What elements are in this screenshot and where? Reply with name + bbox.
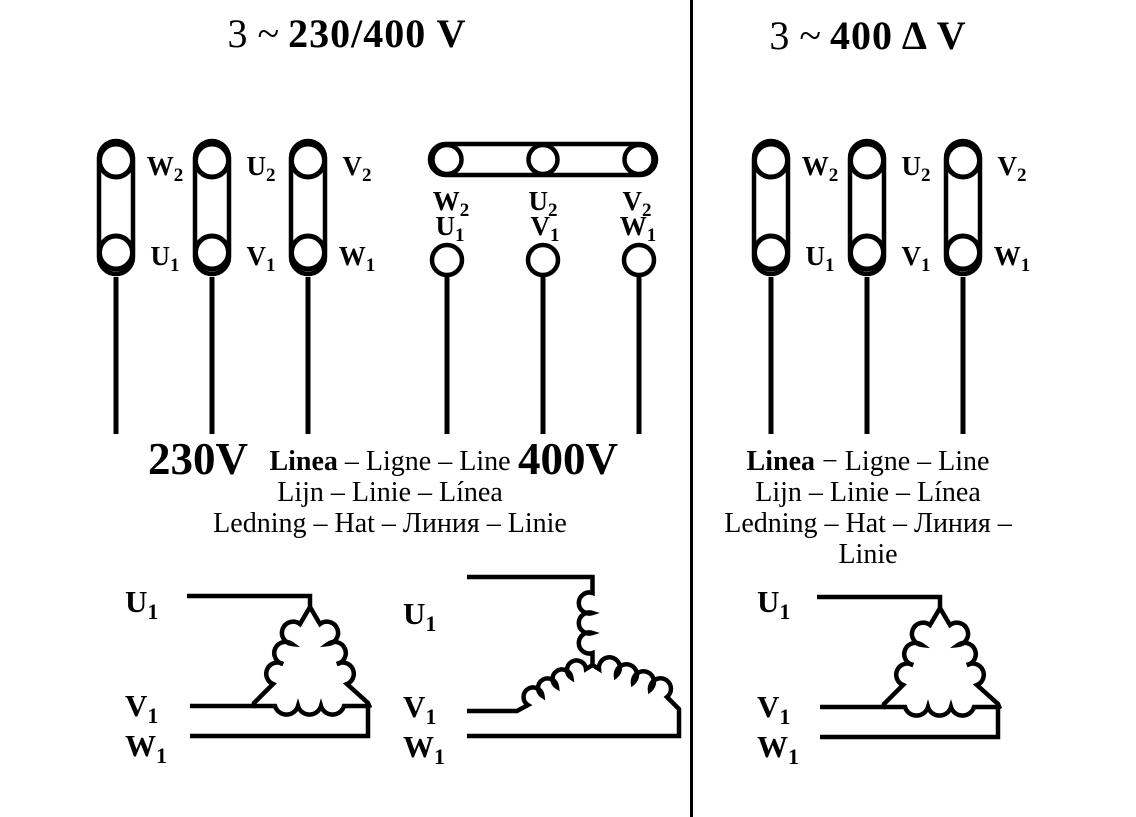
terminal-label: W2	[433, 186, 470, 221]
terminal-label: V2	[623, 186, 652, 221]
left-delta-terminals-group: W2 U2 V2 U1 V1 W1	[80, 130, 376, 440]
terminal-label: U1	[151, 241, 180, 276]
star-terminals-group: W2 U2 V2 U1 V1 W1	[427, 141, 659, 434]
star-voltage-label: 400V	[518, 434, 618, 484]
terminal-link	[946, 141, 980, 434]
bridge-terminal	[430, 142, 464, 177]
left-line-designations: Linea– Ligne – Line Lijn – Linie – Línea…	[180, 446, 600, 539]
terminal-link	[850, 141, 884, 434]
terminal-link	[291, 141, 325, 434]
terminal-label: V2	[998, 151, 1027, 186]
winding-label: U1	[403, 596, 436, 636]
winding-label: U1	[125, 584, 158, 624]
star-bridge-bar	[427, 141, 659, 178]
winding-label: U1	[757, 584, 790, 624]
right-delta-terminals-group: W2 U2 V2 U1 V1 W1	[735, 130, 1031, 440]
bridge-terminal	[622, 142, 656, 177]
panel-divider	[690, 0, 693, 817]
line-terminal	[429, 242, 465, 278]
title-voltage: 400 Δ V	[830, 13, 967, 58]
terminal-label: U2	[902, 151, 931, 186]
star-winding-diagram: U1 V1 W1	[403, 560, 700, 769]
terminal-label: W2	[147, 151, 184, 186]
title-prefix: 3 ~	[227, 11, 280, 56]
star-winding	[467, 577, 679, 736]
line-label-rest: – Ligne – Line	[344, 446, 511, 477]
delta-winding	[817, 597, 1000, 737]
terminal-label: W1	[339, 241, 376, 276]
line-terminal	[525, 242, 561, 278]
winding-label: W1	[403, 729, 445, 769]
right-panel-title: 3 ~400 Δ V	[692, 14, 1044, 58]
terminal-label: U2	[247, 151, 276, 186]
winding-label: W1	[757, 729, 799, 769]
line-label-bold: Linea	[269, 446, 338, 477]
terminal-label: U1	[806, 241, 835, 276]
winding-label: V1	[757, 689, 790, 729]
winding-label: V1	[125, 688, 158, 728]
line-label-row3: Ledning – Hat – Линия – Linie	[213, 508, 567, 539]
line-terminal	[621, 242, 657, 278]
title-prefix: 3 ~	[769, 13, 822, 58]
terminal-label: V1	[531, 211, 560, 246]
terminal-link	[99, 141, 133, 434]
right-line-designations: Linea− Ligne – Line Lijn – Linie – Línea…	[692, 446, 1044, 570]
terminal-link	[754, 141, 788, 434]
delta-winding	[187, 596, 370, 736]
terminal-label: W1	[620, 211, 657, 246]
line-label-row1: Linea– Ligne – Line	[180, 446, 600, 477]
winding-label: W1	[125, 728, 167, 768]
line-label-row1: Linea− Ligne – Line	[692, 446, 1044, 477]
delta-voltage-label: 230V	[148, 434, 248, 484]
title-voltage: 230/400 V	[288, 11, 467, 56]
bridge-terminal	[526, 142, 560, 177]
terminal-link	[195, 141, 229, 434]
line-label-rest: − Ligne – Line	[822, 446, 990, 477]
line-label-row2: Lijn – Linie – Línea	[755, 477, 981, 508]
terminal-label: W2	[802, 151, 839, 186]
winding-label: V1	[403, 689, 436, 729]
terminal-label: U2	[529, 186, 558, 221]
terminal-label: V1	[247, 241, 276, 276]
left-panel-title: 3 ~230/400 V	[167, 12, 527, 56]
terminal-label: V1	[902, 241, 931, 276]
line-label-row3: Ledning – Hat – Линия – Linie	[724, 508, 1012, 570]
terminal-label: V2	[343, 151, 372, 186]
terminal-label: U1	[436, 211, 465, 246]
terminal-label: W1	[994, 241, 1031, 276]
left-delta-winding-diagram: U1 V1 W1	[125, 584, 400, 768]
line-label-bold: Linea	[746, 446, 816, 477]
line-label-row2: Lijn – Linie – Línea	[277, 477, 503, 508]
right-delta-winding-diagram: U1 V1 W1	[757, 584, 1065, 769]
